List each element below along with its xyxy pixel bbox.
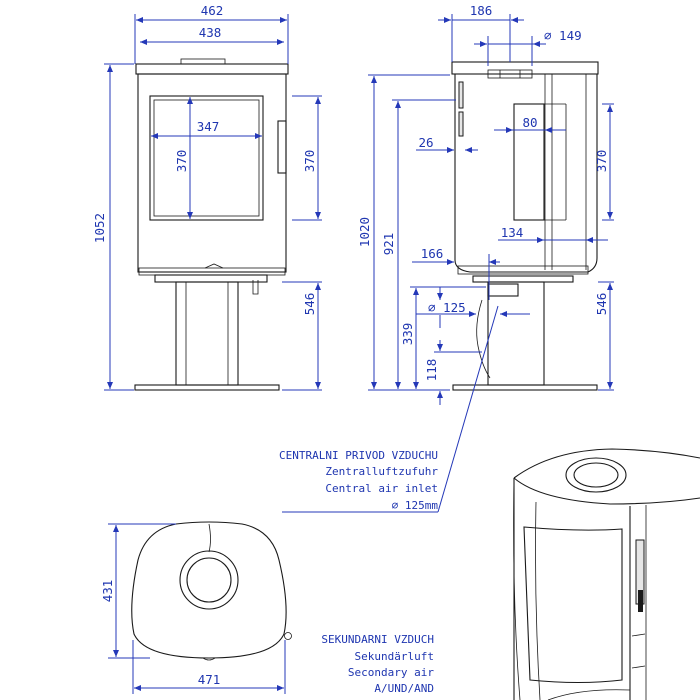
side-pedestal-top — [472, 275, 574, 283]
front-flue-collar — [180, 58, 226, 65]
central-air-leader — [437, 305, 499, 513]
perspective-top-edge — [513, 448, 700, 479]
secondary-air-line-3: Secondary air — [348, 666, 434, 679]
top-knob — [284, 632, 292, 640]
dim-186: 186 — [470, 3, 493, 18]
side-top-plate — [451, 61, 599, 75]
dim-438: 438 — [199, 25, 222, 40]
dim-370-front: 370 — [174, 150, 189, 173]
dim-546-front: 546 — [302, 293, 317, 316]
dim-347: 347 — [197, 119, 220, 134]
top-flue-inner — [186, 557, 232, 603]
side-flue-collar — [487, 69, 533, 79]
dim-462: 462 — [201, 3, 224, 18]
side-air-duct — [476, 299, 491, 379]
dim-26: 26 — [418, 135, 433, 150]
dim-431: 431 — [100, 580, 115, 603]
perspective-flue-outer — [565, 457, 627, 493]
front-pedestal-column — [175, 281, 239, 386]
dim-118: 118 — [424, 359, 439, 382]
front-handle — [277, 120, 287, 174]
dim-370-right: 370 — [302, 150, 317, 173]
front-lever — [252, 280, 259, 295]
dim-125: ⌀ 125 — [428, 300, 466, 315]
dim-471: 471 — [198, 672, 221, 687]
dim-1052: 1052 — [92, 213, 107, 243]
dim-1020: 1020 — [357, 217, 372, 247]
secondary-air-line-2: Sekundärluft — [355, 650, 434, 663]
front-pedestal-top — [154, 274, 268, 283]
side-body — [454, 74, 598, 273]
secondary-air-line-1: SEKUNDARNI VZDUCH — [321, 633, 434, 646]
front-base-plate — [134, 384, 280, 391]
dim-134: 134 — [501, 225, 524, 240]
perspective-handle-grip — [638, 590, 643, 612]
side-vent-lower — [458, 111, 464, 137]
top-outline — [131, 521, 287, 659]
central-air-line-3: Central air inlet — [325, 482, 438, 495]
side-base-band — [457, 265, 589, 275]
top-flue-outer — [179, 550, 239, 610]
dim-546-side: 546 — [594, 293, 609, 316]
front-glass — [149, 95, 264, 221]
central-air-note: CENTRALNI PRIVOD VZDUCHU Zentralluftzufu… — [279, 305, 499, 513]
side-air-inlet — [487, 283, 519, 297]
front-glass-inner — [153, 99, 260, 217]
dim-149: ⌀ 149 — [544, 28, 582, 43]
dim-921: 921 — [381, 233, 396, 256]
dim-166: 166 — [421, 246, 444, 261]
top-view: 431 471 — [100, 521, 292, 694]
front-view: 462 438 347 370 370 1052 546 — [92, 3, 322, 391]
perspective-flue-inner — [573, 462, 619, 488]
side-vent-upper — [458, 81, 464, 109]
front-top-plate — [135, 63, 289, 75]
dim-80: 80 — [522, 115, 537, 130]
side-base-plate — [452, 384, 598, 391]
secondary-air-line-4: A/UND/AND — [374, 682, 434, 695]
perspective-view — [513, 448, 700, 700]
central-air-line-2: Zentralluftzufuhr — [325, 465, 438, 478]
side-view: 186 ⌀ 149 1020 921 26 80 370 134 166 — [357, 3, 614, 405]
dim-339: 339 — [400, 323, 415, 346]
dim-370-side: 370 — [594, 150, 609, 173]
side-pedestal-column — [487, 281, 545, 386]
front-body — [137, 73, 287, 273]
central-air-line-1: CENTRALNI PRIVOD VZDUCHU — [279, 449, 438, 462]
secondary-air-note: SEKUNDARNI VZDUCH Sekundärluft Secondary… — [321, 633, 434, 695]
perspective-glass — [523, 526, 623, 684]
side-glass — [513, 103, 545, 221]
central-air-line-4: ⌀ 125mm — [392, 499, 439, 512]
